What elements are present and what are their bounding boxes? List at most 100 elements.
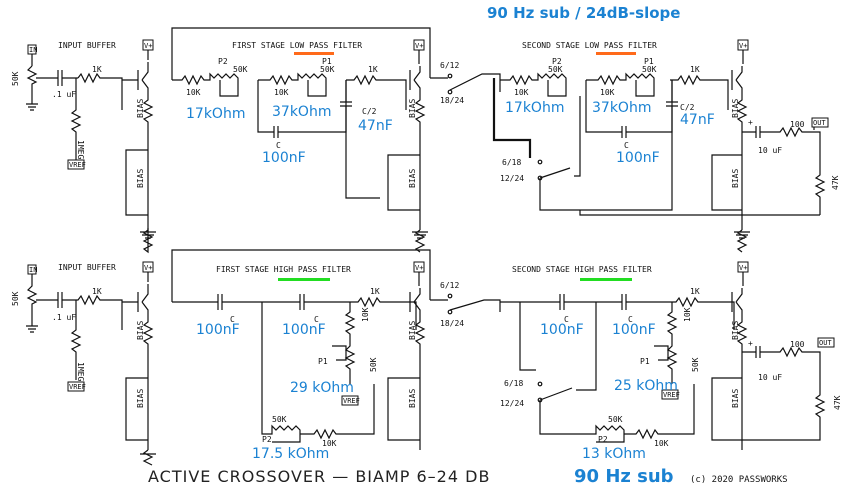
hp-input-pot-label: 50K	[11, 291, 20, 306]
ann-hp1-175k: 17.5 kOhm	[252, 446, 329, 462]
hp-bias-label-4: BIAS	[408, 389, 417, 408]
ann-hp2-25k: 25 kOhm	[614, 378, 678, 394]
hp-vplus-label-2: V+	[415, 264, 423, 272]
lp-stage1-underline	[294, 52, 334, 55]
hp-in-label: IN	[29, 266, 37, 274]
hp2-r10k-label: 10K	[683, 307, 692, 322]
hp-bias-label-3: BIAS	[408, 321, 417, 340]
lp2-p1-value: 50K	[642, 65, 657, 74]
lp1-r10k-2-label: 10K	[274, 88, 289, 97]
lp2-p2-value: 50K	[548, 65, 563, 74]
bias-label-6: BIAS	[731, 169, 740, 188]
bias-label-5: BIAS	[731, 99, 740, 118]
ann-lp1-47nf: 47nF	[358, 118, 393, 134]
vref-label: VREF	[69, 161, 86, 169]
bias-label-1: BIAS	[136, 99, 145, 118]
hp-input-res-label: 1K	[92, 287, 102, 296]
lp-sw2-1224: 12/24	[500, 174, 524, 183]
hp1-p1-label: P1	[318, 357, 328, 366]
lp-out-label: OUT	[813, 119, 826, 127]
hp-bias-label-5: BIAS	[731, 321, 740, 340]
hp-stage1-underline	[278, 278, 330, 281]
vplus-label: V+	[144, 42, 152, 50]
lp1-c2-label: C/2	[362, 107, 377, 116]
input-res-label: 1K	[92, 65, 102, 74]
hp-r47k-label: 47K	[833, 395, 842, 410]
svg-text:+: +	[748, 339, 753, 348]
bias-label-2: BIAS	[136, 169, 145, 188]
hp1-p2-pot: 50K	[272, 415, 287, 424]
hp1-c1-label: C	[230, 315, 235, 324]
hp-out-terminal	[817, 337, 835, 348]
hp2-p1-label: P1	[640, 357, 650, 366]
hp1-r10k-2-label: 10K	[322, 439, 337, 448]
hp2-p2-pot: 50K	[608, 415, 623, 424]
ann-lp1-37k: 37kOhm	[272, 104, 331, 120]
hp-outr-label: 100	[790, 340, 805, 349]
ann-hp2-100nf-d: 100nF	[612, 322, 656, 338]
input-pot-label: 50K	[11, 71, 20, 86]
hp-sw2-1224: 12/24	[500, 399, 524, 408]
lp-stage2-underline	[596, 52, 636, 55]
heading: 90 Hz sub / 24dB-slope	[487, 4, 680, 22]
r1meg-label: 1MEG	[76, 140, 85, 159]
ann-lp2-47nf: 47nF	[680, 112, 715, 128]
lp-outcap-label: 10 uF	[758, 146, 782, 155]
ann-lp1-100nf: 100nF	[262, 150, 306, 166]
ann-hp1-29k: 29 kOhm	[290, 380, 354, 396]
hp1-p1-pot: 50K	[369, 357, 378, 372]
input-cap-label: .1 uF	[52, 90, 76, 99]
lp1-r1k-label: 1K	[368, 65, 378, 74]
vref-terminal	[67, 159, 85, 170]
lp-out-terminal	[811, 117, 829, 128]
footer-copyright: (c) 2020 PASSWORKS	[690, 475, 788, 485]
footer-title: ACTIVE CROSSOVER — BIAMP 6–24 DB	[148, 467, 490, 486]
hp-input-buffer-label: INPUT BUFFER	[58, 263, 116, 272]
lp-stage1-label: FIRST STAGE LOW PASS FILTER	[232, 41, 362, 50]
footer-highlight: 90 Hz sub	[574, 466, 674, 487]
lp2-p1-label: P1	[644, 57, 654, 66]
lp-sw2-618: 6/18	[502, 158, 521, 167]
hp-input-cap-label: .1 uF	[52, 313, 76, 322]
lp1-p1-label: P1	[322, 57, 332, 66]
svg-text:+: +	[748, 118, 753, 127]
ann-lp2-17k: 17kOhm	[505, 100, 564, 116]
hp-outcap-label: 10 uF	[758, 373, 782, 382]
highpass-circuit: IN 50K .1 uF 1K 1MEG VREF INPUT BUFFER V…	[11, 249, 842, 466]
hp-sw1-contact-a[interactable]	[447, 293, 453, 299]
lowpass-circuit: IN 50K .1 uF 1K 1MEG VREF INPUT BUFFER V…	[11, 27, 840, 254]
vplus-label-3: V+	[739, 42, 747, 50]
hp-sw1-1824: 18/24	[440, 319, 464, 328]
hp-vref-label: VREF	[69, 383, 86, 391]
hp-bias-label-6: BIAS	[731, 389, 740, 408]
hp2-r10k-2-label: 10K	[654, 439, 669, 448]
hp2-vref-label: VREF	[663, 391, 680, 399]
lp2-c-label: C	[624, 141, 629, 150]
hp-stage2-underline	[580, 278, 632, 281]
lp-sw1-612: 6/12	[440, 61, 459, 70]
hp-vplus-label-3: V+	[739, 264, 747, 272]
lp-stage2-label: SECOND STAGE LOW PASS FILTER	[522, 41, 657, 50]
hp2-p2-label: P2	[598, 435, 608, 444]
hp-sw1-contact-b[interactable]	[447, 309, 453, 315]
hp-stage1-label: FIRST STAGE HIGH PASS FILTER	[216, 265, 351, 274]
lp-sw1-contact-b[interactable]	[447, 89, 453, 95]
lp-outr-label: 100	[790, 120, 805, 129]
ann-lp1-17k: 17kOhm	[186, 106, 245, 122]
ann-hp2-13k: 13 kOhm	[582, 446, 646, 462]
hp2-c1-label: C	[564, 315, 569, 324]
ann-hp1-100nf-a: 100nF	[196, 322, 240, 338]
hp-vref-terminal	[67, 381, 85, 392]
hp-sw2-contact-a[interactable]	[537, 381, 543, 387]
hp-sw2-618: 6/18	[504, 379, 523, 388]
lp-sw1-contact-a[interactable]	[447, 73, 453, 79]
lp-sw2-contact-a[interactable]	[537, 159, 543, 165]
lp2-r10k-2-label: 10K	[600, 88, 615, 97]
lp1-c-label: C	[276, 141, 281, 150]
hp-stage2-label: SECOND STAGE HIGH PASS FILTER	[512, 265, 652, 274]
in-label: IN	[29, 46, 37, 54]
lp1-p2-value: 50K	[233, 65, 248, 74]
lp1-p1-value: 50K	[320, 65, 335, 74]
